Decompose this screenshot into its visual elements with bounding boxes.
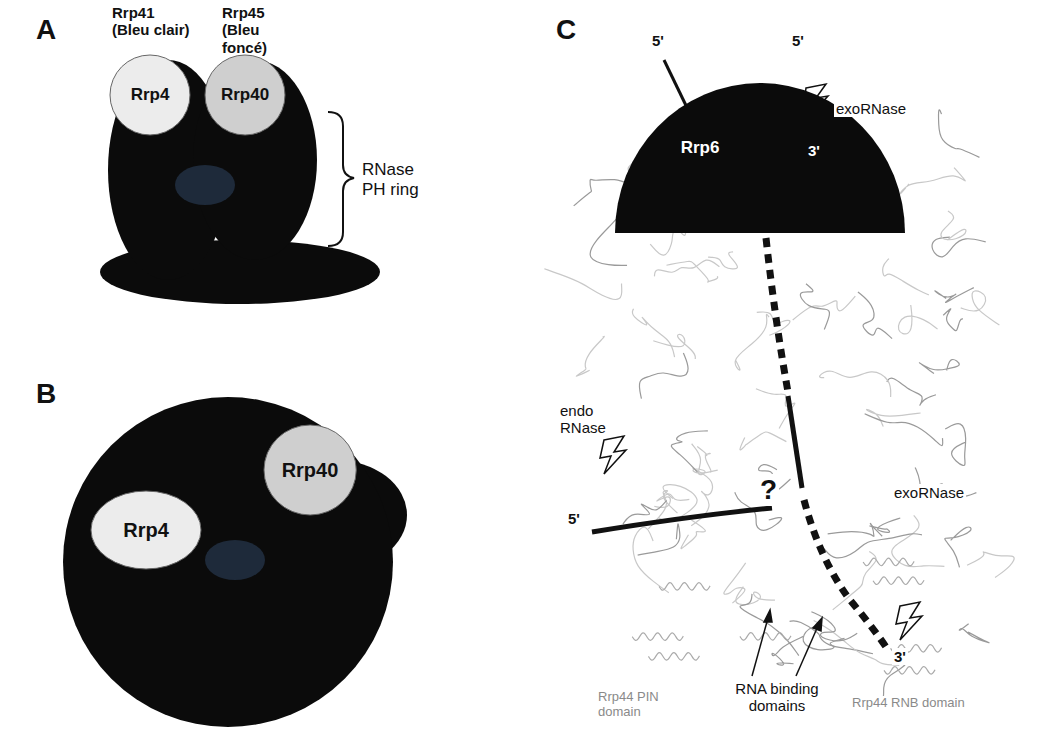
ring-label: RNase PH ring bbox=[362, 160, 432, 199]
rna-end: 5' bbox=[566, 510, 582, 527]
subunit-name: Rrp6 bbox=[681, 138, 720, 158]
protein-strand bbox=[820, 371, 891, 397]
protein-strand bbox=[811, 612, 857, 641]
protein-strand bbox=[736, 587, 775, 605]
protein-strand bbox=[898, 305, 937, 334]
protein-strand bbox=[740, 432, 786, 450]
protein-strand bbox=[887, 378, 936, 405]
protein-strand bbox=[945, 424, 966, 466]
protein-helix bbox=[873, 577, 924, 585]
subunit-circle: Rrp4 bbox=[90, 490, 202, 570]
protein-strand bbox=[709, 252, 738, 269]
protein-strand bbox=[654, 260, 719, 276]
enzyme-activity: endo RNase bbox=[558, 402, 612, 437]
exosome-body-b bbox=[63, 397, 407, 727]
protein-strand bbox=[576, 336, 604, 376]
panel-letter: B bbox=[36, 378, 56, 410]
protein-strand bbox=[961, 291, 1000, 325]
protein-strand bbox=[900, 168, 965, 195]
protein-strand bbox=[654, 494, 689, 508]
subunit-circle: Rrp40 bbox=[204, 54, 286, 136]
leader-arrow bbox=[752, 610, 822, 676]
protein-strand bbox=[967, 552, 1014, 578]
subunit-circle: Rrp4 bbox=[109, 54, 191, 136]
protein-helix bbox=[863, 558, 914, 566]
rna-end: 3' bbox=[892, 648, 908, 665]
subunit-name: Rrp4 bbox=[131, 85, 170, 105]
rna-end: 3' bbox=[808, 142, 820, 159]
protein-strand bbox=[959, 624, 989, 643]
protein-strand bbox=[935, 288, 974, 303]
protein-helix bbox=[632, 633, 683, 641]
protein-strand bbox=[639, 353, 688, 399]
question-mark: ? bbox=[758, 474, 779, 506]
subunit-circle: Rrp40 bbox=[263, 424, 357, 516]
lightning-symbol bbox=[600, 84, 922, 640]
protein-strand bbox=[800, 284, 829, 330]
protein-helix bbox=[648, 653, 699, 661]
subunit-name: Rrp40 bbox=[282, 459, 339, 482]
protein-strand bbox=[632, 309, 674, 357]
protein-helix bbox=[659, 583, 710, 591]
protein-strand bbox=[724, 563, 746, 603]
protein-strand bbox=[883, 259, 929, 295]
protein-strand bbox=[544, 269, 621, 300]
protein-strand bbox=[865, 414, 943, 446]
protein-strand bbox=[919, 360, 959, 374]
protein-strand bbox=[941, 211, 966, 240]
subunit-name: Rrp4 bbox=[123, 519, 169, 542]
subunit-name: Rrp40 bbox=[221, 85, 269, 105]
protein-strand bbox=[735, 314, 769, 370]
enzyme-activity: exoRNase bbox=[834, 100, 908, 117]
protein-strand bbox=[824, 534, 922, 558]
subunit-name: Rrp45 (Bleu foncé) bbox=[222, 4, 306, 56]
protein-helix bbox=[740, 633, 791, 641]
protein-strand bbox=[892, 515, 945, 566]
protein-strand bbox=[633, 527, 669, 592]
protein-strand bbox=[740, 594, 799, 656]
protein-strand bbox=[945, 527, 971, 567]
exosome-body-a bbox=[100, 60, 380, 304]
rna-end: 5' bbox=[652, 32, 664, 49]
enzyme-activity: exoRNase bbox=[892, 484, 966, 501]
protein-strand bbox=[932, 237, 986, 257]
protein-strand bbox=[939, 110, 980, 158]
domain-label: RNA binding domains bbox=[730, 680, 824, 715]
protein-strand bbox=[943, 309, 963, 331]
domain-label: Rrp44 PIN domain bbox=[596, 690, 675, 720]
rna-end: 5' bbox=[792, 32, 804, 49]
protein-strand bbox=[869, 518, 900, 532]
subunit-name: Rrp41 (Bleu clair) bbox=[112, 4, 192, 39]
protein-strand bbox=[828, 523, 883, 536]
panel-letter: C bbox=[556, 14, 576, 46]
protein-strand bbox=[858, 292, 892, 339]
bracket bbox=[328, 112, 354, 246]
protein-strand bbox=[638, 524, 680, 555]
domain-label: Rrp44 RNB domain bbox=[850, 696, 967, 711]
protein-helix bbox=[884, 667, 935, 675]
protein-strand bbox=[697, 447, 711, 473]
panel-letter: A bbox=[36, 14, 56, 46]
protein-strand bbox=[671, 431, 708, 472]
